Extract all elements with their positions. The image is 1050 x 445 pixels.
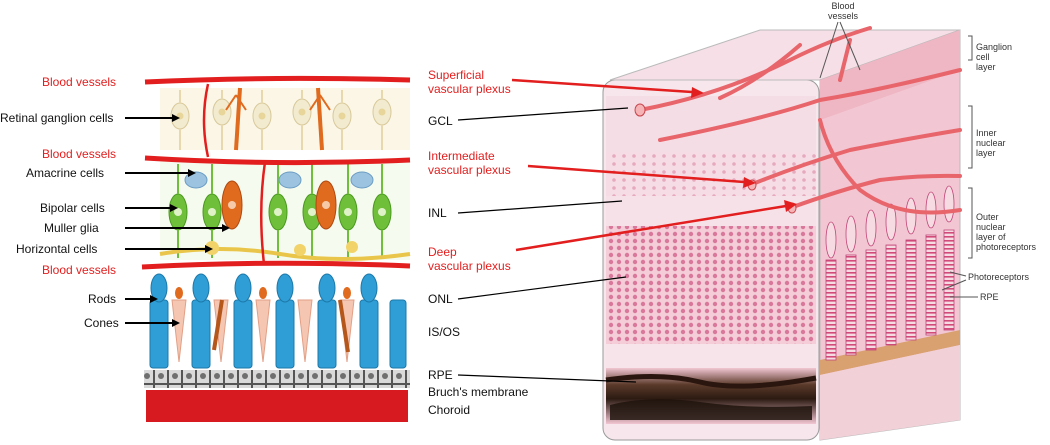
amacrine-cells xyxy=(184,171,374,189)
photoreceptors xyxy=(149,273,407,369)
label-blood-vessels-3d: Blood vessels xyxy=(828,1,858,21)
label-ganglion-line3: layer xyxy=(976,62,996,72)
label-outer-line1: Outer xyxy=(976,212,999,222)
label-inl: INL xyxy=(428,206,447,220)
choroid-layer xyxy=(146,390,408,422)
label-ganglion-line2: cell xyxy=(976,52,990,62)
label-outer-line3: layer of xyxy=(976,232,1006,242)
label-inner-nuclear-layer: Inner nuclear layer xyxy=(976,128,1006,158)
histology-section xyxy=(602,79,820,441)
label-outer-line4: photoreceptors xyxy=(976,242,1037,252)
label-blood-vessels-top: Blood vessels xyxy=(42,75,117,89)
label-blood-vessels-bottom: Blood vessels xyxy=(42,263,117,277)
label-inner-line3: layer xyxy=(976,148,996,158)
label-choroid: Choroid xyxy=(428,403,471,417)
label-superficial-plexus: Superficial vascular plexus xyxy=(428,68,511,96)
label-amacrine-cells: Amacrine cells xyxy=(26,166,105,180)
label-blood-vessels-3d-line2: vessels xyxy=(828,11,859,21)
label-rpe: RPE xyxy=(428,368,453,382)
label-superficial-line2: vascular plexus xyxy=(428,82,511,96)
label-bruchs-membrane: Bruch's membrane xyxy=(428,385,529,399)
blood-vessel-vertical-2 xyxy=(259,161,267,265)
label-gcl: GCL xyxy=(428,114,453,128)
photoreceptor-columns xyxy=(825,185,955,361)
plexus-arrows xyxy=(511,78,787,252)
blood-vessel-line-top xyxy=(144,75,411,85)
muller-glia xyxy=(221,180,337,230)
label-isos: IS/OS xyxy=(428,325,461,339)
label-deep-line1: Deep xyxy=(428,245,457,259)
label-intermediate-line2: vascular plexus xyxy=(428,163,511,177)
label-blood-vessels-3d-line1: Blood xyxy=(831,1,855,11)
label-muller-glia: Muller glia xyxy=(44,221,99,235)
label-deep-line2: vascular plexus xyxy=(428,259,511,273)
ganglion-cells xyxy=(160,87,410,151)
label-outer-nuclear-layer: Outer nuclear layer of photoreceptors xyxy=(976,212,1036,252)
label-blood-vessels-mid: Blood vessels xyxy=(42,147,117,161)
label-retinal-ganglion-cells: Retinal ganglion cells xyxy=(0,111,114,125)
label-superficial-line1: Superficial xyxy=(428,68,485,82)
layer-leader-lines xyxy=(457,107,637,383)
label-intermediate-plexus: Intermediate vascular plexus xyxy=(428,149,511,177)
label-outer-line2: nuclear xyxy=(976,222,1006,232)
vessel-network xyxy=(638,26,962,215)
label-photoreceptors: Photoreceptors xyxy=(968,272,1030,282)
label-inner-line1: Inner xyxy=(976,128,997,138)
blood-vessel-vertical-1 xyxy=(202,83,210,158)
label-cones: Cones xyxy=(84,316,119,330)
label-onl: ONL xyxy=(428,292,453,306)
label-inner-line2: nuclear xyxy=(976,138,1006,148)
blood-vessel-line-bottom xyxy=(141,260,411,270)
label-bipolar-cells: Bipolar cells xyxy=(40,201,105,215)
left-retina-illustration xyxy=(125,75,411,422)
label-deep-plexus: Deep vascular plexus xyxy=(428,245,511,273)
label-ganglion-cell-layer: Ganglion cell layer xyxy=(976,42,1012,72)
label-intermediate-line1: Intermediate xyxy=(428,149,495,163)
blood-vessel-line-mid xyxy=(144,155,411,166)
label-horizontal-cells: Horizontal cells xyxy=(16,242,98,256)
label-ganglion-line1: Ganglion xyxy=(976,42,1013,52)
label-rpe-3d: RPE xyxy=(980,292,999,302)
label-rods: Rods xyxy=(88,292,117,306)
rpe-cell-row xyxy=(144,370,410,388)
retina-3d-block xyxy=(609,21,978,441)
